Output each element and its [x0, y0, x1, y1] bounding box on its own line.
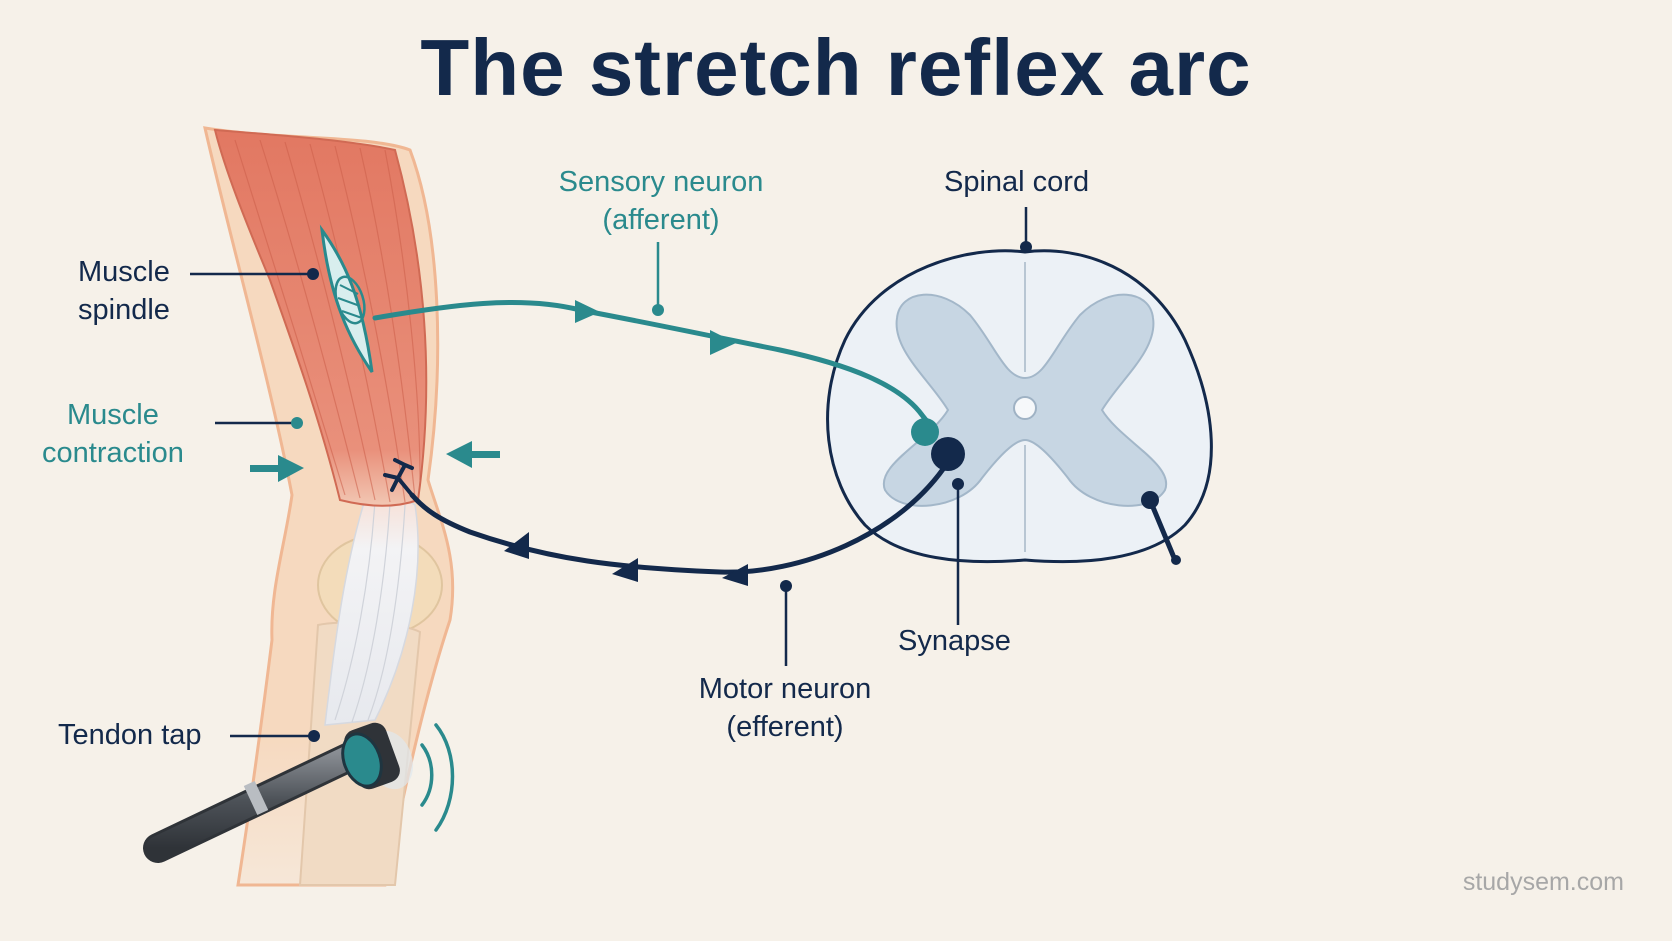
motor-end-plate: [383, 458, 414, 497]
muscle-spindle: [319, 224, 374, 373]
ventral-root: [1141, 491, 1181, 565]
label-spinal-cord: Spinal cord: [944, 166, 1090, 198]
central-canal: [1013, 396, 1037, 420]
label-sensory-neuron: Sensory neuron (afferent): [538, 163, 784, 239]
contraction-arrow-icon: [250, 455, 304, 482]
leader-lines: [190, 207, 1032, 742]
label-muscle-contraction: Muscle contraction: [42, 396, 184, 472]
watermark: studysem.com: [1462, 868, 1624, 896]
label-tendon-tap: Tendon tap: [58, 719, 202, 751]
motor-neuron-path: [409, 437, 965, 586]
label-line: Muscle: [78, 256, 170, 288]
sensory-neuron-path: [372, 300, 939, 446]
reflex-hammer-icon: [143, 722, 414, 863]
label-line: spindle: [78, 294, 170, 326]
label-line: (efferent): [726, 711, 844, 743]
vibration-icon: [420, 723, 455, 832]
page-title: The stretch reflex arc: [420, 23, 1252, 112]
label-motor-neuron: Motor neuron (efferent): [672, 670, 898, 746]
label-line: (afferent): [602, 204, 720, 236]
tendon-fibers: [334, 499, 406, 723]
motor-cell-body: [931, 437, 965, 471]
contraction-arrow-icon: [446, 441, 500, 468]
label-muscle-spindle: Muscle spindle: [78, 253, 170, 329]
muscle-fibers: [234, 139, 421, 503]
label-line: Motor neuron: [698, 673, 872, 705]
sensory-cell-body: [911, 418, 939, 446]
label-line: Muscle: [67, 399, 159, 431]
label-line: contraction: [42, 437, 184, 469]
label-line: Sensory neuron: [558, 166, 764, 198]
label-synapse: Synapse: [898, 625, 1011, 657]
